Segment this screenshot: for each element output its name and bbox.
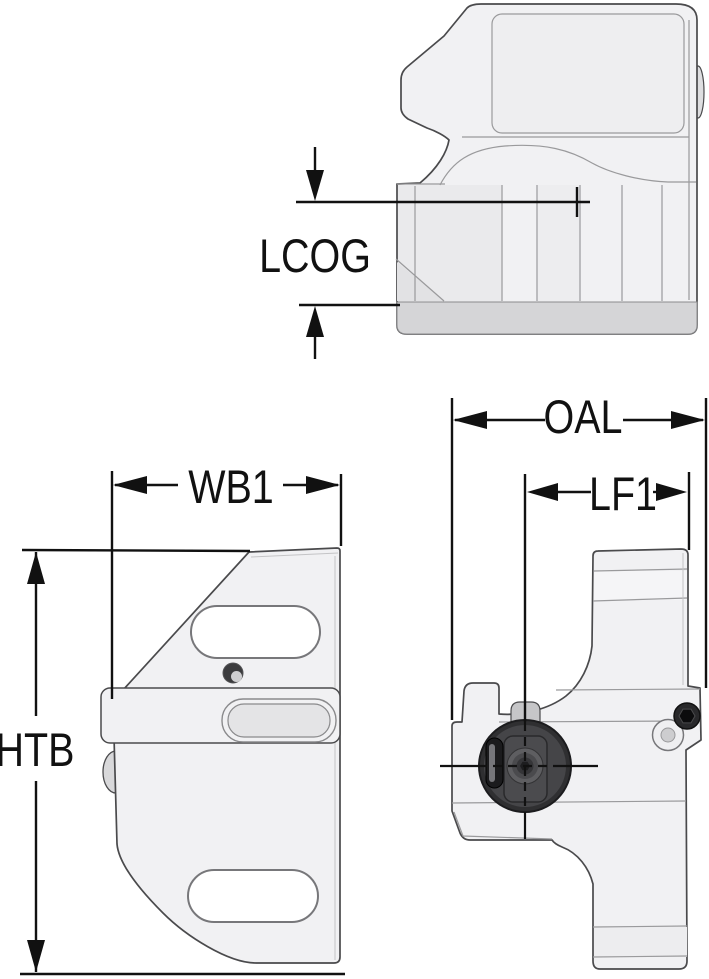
band-recess-slot bbox=[221, 698, 337, 743]
release-button bbox=[651, 718, 685, 752]
base-strip bbox=[396, 301, 698, 335]
oal-arrow-left bbox=[453, 411, 487, 429]
top-view: LCOG bbox=[259, 3, 705, 359]
tower-line bbox=[592, 597, 688, 602]
lcog-arrow-up bbox=[306, 306, 324, 337]
hex-screw bbox=[673, 702, 701, 730]
chamfer-line bbox=[395, 258, 445, 302]
htb-arrow-up bbox=[27, 552, 45, 584]
dimension-oal: OAL bbox=[450, 392, 708, 720]
screw-hole-highlight bbox=[231, 671, 242, 682]
dimension-label-wb1: WB1 bbox=[188, 462, 274, 514]
dimension-label-lcog: LCOG bbox=[259, 231, 371, 283]
shoulder-top-edge bbox=[555, 688, 701, 691]
dimension-wb1: WB1 bbox=[110, 462, 343, 699]
htb-top-line bbox=[21, 548, 251, 553]
hex-screw-socket bbox=[678, 708, 696, 724]
tower-band-shade bbox=[594, 571, 687, 600]
lower-tower-shade bbox=[594, 927, 687, 957]
usb-port bbox=[485, 737, 504, 789]
lf1-arrow-left bbox=[527, 483, 558, 501]
mounting-slot-top bbox=[190, 605, 321, 659]
lf1-arrow-right bbox=[656, 483, 687, 501]
dimension-htb: HTB bbox=[0, 548, 345, 976]
htb-arrow-down bbox=[27, 940, 45, 972]
dimension-label-lf1: LF1 bbox=[589, 469, 657, 521]
mounting-slot-bottom bbox=[187, 869, 319, 923]
wb1-arrow-left bbox=[113, 476, 147, 494]
housing-panel bbox=[491, 13, 685, 134]
lcog-arrow-down bbox=[306, 170, 324, 201]
oal-arrow-right bbox=[671, 411, 705, 429]
lower-tower-line bbox=[592, 925, 688, 928]
base-panel-shade bbox=[537, 185, 580, 302]
lip-edge bbox=[453, 811, 553, 840]
front-view: WB1 HTB bbox=[0, 462, 345, 976]
band-slot-pocket bbox=[227, 703, 331, 738]
wb1-arrow-right bbox=[306, 476, 340, 494]
dimension-lf1: LF1 bbox=[523, 469, 691, 722]
lower-tower-line bbox=[592, 955, 688, 958]
band-slot-rim bbox=[221, 698, 337, 743]
side-view-body-outline bbox=[451, 548, 702, 970]
saddle-curve bbox=[439, 144, 696, 186]
body-bottom-edge bbox=[451, 800, 687, 804]
centerlines bbox=[440, 722, 598, 839]
plate-top-inner-edge bbox=[250, 552, 339, 558]
dimension-label-htb: HTB bbox=[0, 725, 74, 777]
usb-port-highlight bbox=[489, 744, 495, 782]
dimension-lcog: LCOG bbox=[259, 147, 590, 359]
dimension-label-oal: OAL bbox=[544, 392, 623, 444]
release-button-inner bbox=[660, 727, 676, 743]
screw-hole bbox=[222, 662, 244, 684]
side-view: OAL LF1 bbox=[440, 392, 708, 970]
tower-line bbox=[593, 568, 688, 572]
